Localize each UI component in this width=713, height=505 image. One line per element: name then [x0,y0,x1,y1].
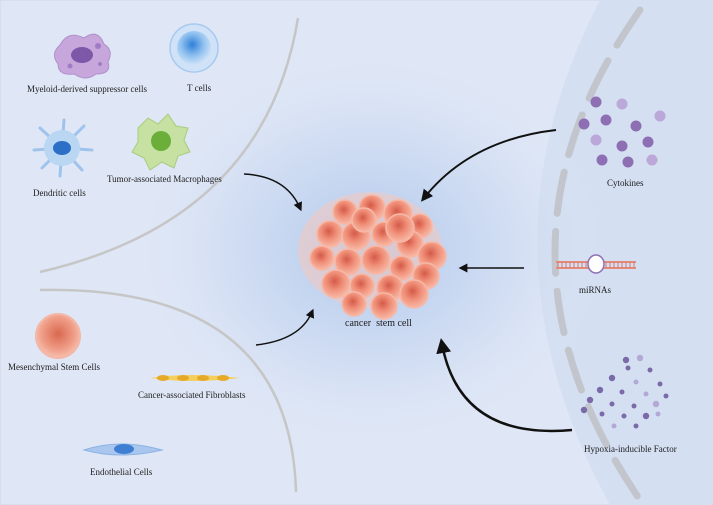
label-cytokines: Cytokines [607,178,644,188]
label-mdsc: Myeloid-derived suppressor cells [27,84,147,94]
hif-icon [580,354,669,429]
arrow-from-lower-left [255,308,315,346]
tumor-cell [334,248,362,276]
cytokine-dot [646,154,658,166]
hif-dot [580,406,588,414]
cytokine-dot [578,118,590,130]
hif-dot [642,412,650,420]
cytokine-dot [642,136,654,148]
tumor-cell [321,269,351,299]
mesenchymal-stem-cell-icon [35,313,81,359]
label-t-cells: T cells [187,83,212,93]
label-hif: Hypoxia-inducible Factor [584,444,677,454]
label-mirnas: miRNAs [579,285,612,295]
hif-dot [657,381,663,387]
cytokine-dot [616,98,628,110]
cytokine-dot [600,114,612,126]
hif-dot [609,401,615,407]
hif-dot [621,413,627,419]
label-cancer-stem-cell: cancer stem cell [345,318,412,329]
label-dendritic-cells: Dendritic cells [33,188,86,198]
hif-dot [586,396,594,404]
cytokines-icon [578,96,666,168]
arrow-from-macrophages [243,173,302,212]
hif-dot [655,411,661,417]
tumor-cell [370,292,398,320]
tumor-cell [389,255,415,281]
t-cell-icon [169,23,219,73]
label-caf: Cancer-associated Fibroblasts [138,390,246,400]
hif-dot [652,400,660,408]
hif-dot [599,411,605,417]
endothelial-cell-icon [82,443,164,456]
macrophage-icon [131,113,191,171]
cytokine-dot [630,120,642,132]
hif-dot [596,386,604,394]
right-boundary-dashed [551,6,644,504]
hif-dot [633,379,639,385]
hif-dot [619,389,625,395]
arrow-from-hif [436,338,573,433]
hif-dot [622,356,630,364]
label-endothelial: Endothelial Cells [90,467,153,477]
hif-dot [625,365,631,371]
hif-dot [636,354,644,362]
hif-dot [608,374,616,382]
tumor-cell [351,207,377,233]
cytokine-dot [590,134,602,146]
tumor-cell [399,279,429,309]
hif-dot [663,393,669,399]
hif-dot [647,367,653,373]
dendritic-cell-body [44,130,80,166]
left-boundary-lower [39,288,298,493]
left-boundary-upper [39,17,300,274]
hif-dot [643,391,649,397]
fibroblast-icon [150,375,240,381]
cytokine-dot [590,96,602,108]
hif-dot [633,423,639,429]
label-macrophages: Tumor-associated Macrophages [107,174,222,184]
label-msc: Mesenchymal Stem Cells [8,362,100,372]
mdsc-cell-icon [54,33,111,79]
tumor-cell [309,245,335,271]
cytokine-dot [622,156,634,168]
cytokine-dot [654,110,666,122]
tumor-cell [385,213,415,243]
tumor-cell [341,291,367,317]
mirna-icon [556,254,636,274]
cytokine-dot [596,154,608,166]
cancer-stem-cell-cluster [298,192,447,320]
hif-dot [631,403,637,409]
tumor-cell [316,220,344,248]
tumor-cell [361,245,391,275]
hif-dot [611,423,617,429]
arrow-from-cytokines [421,129,557,202]
cytokine-dot [616,140,628,152]
